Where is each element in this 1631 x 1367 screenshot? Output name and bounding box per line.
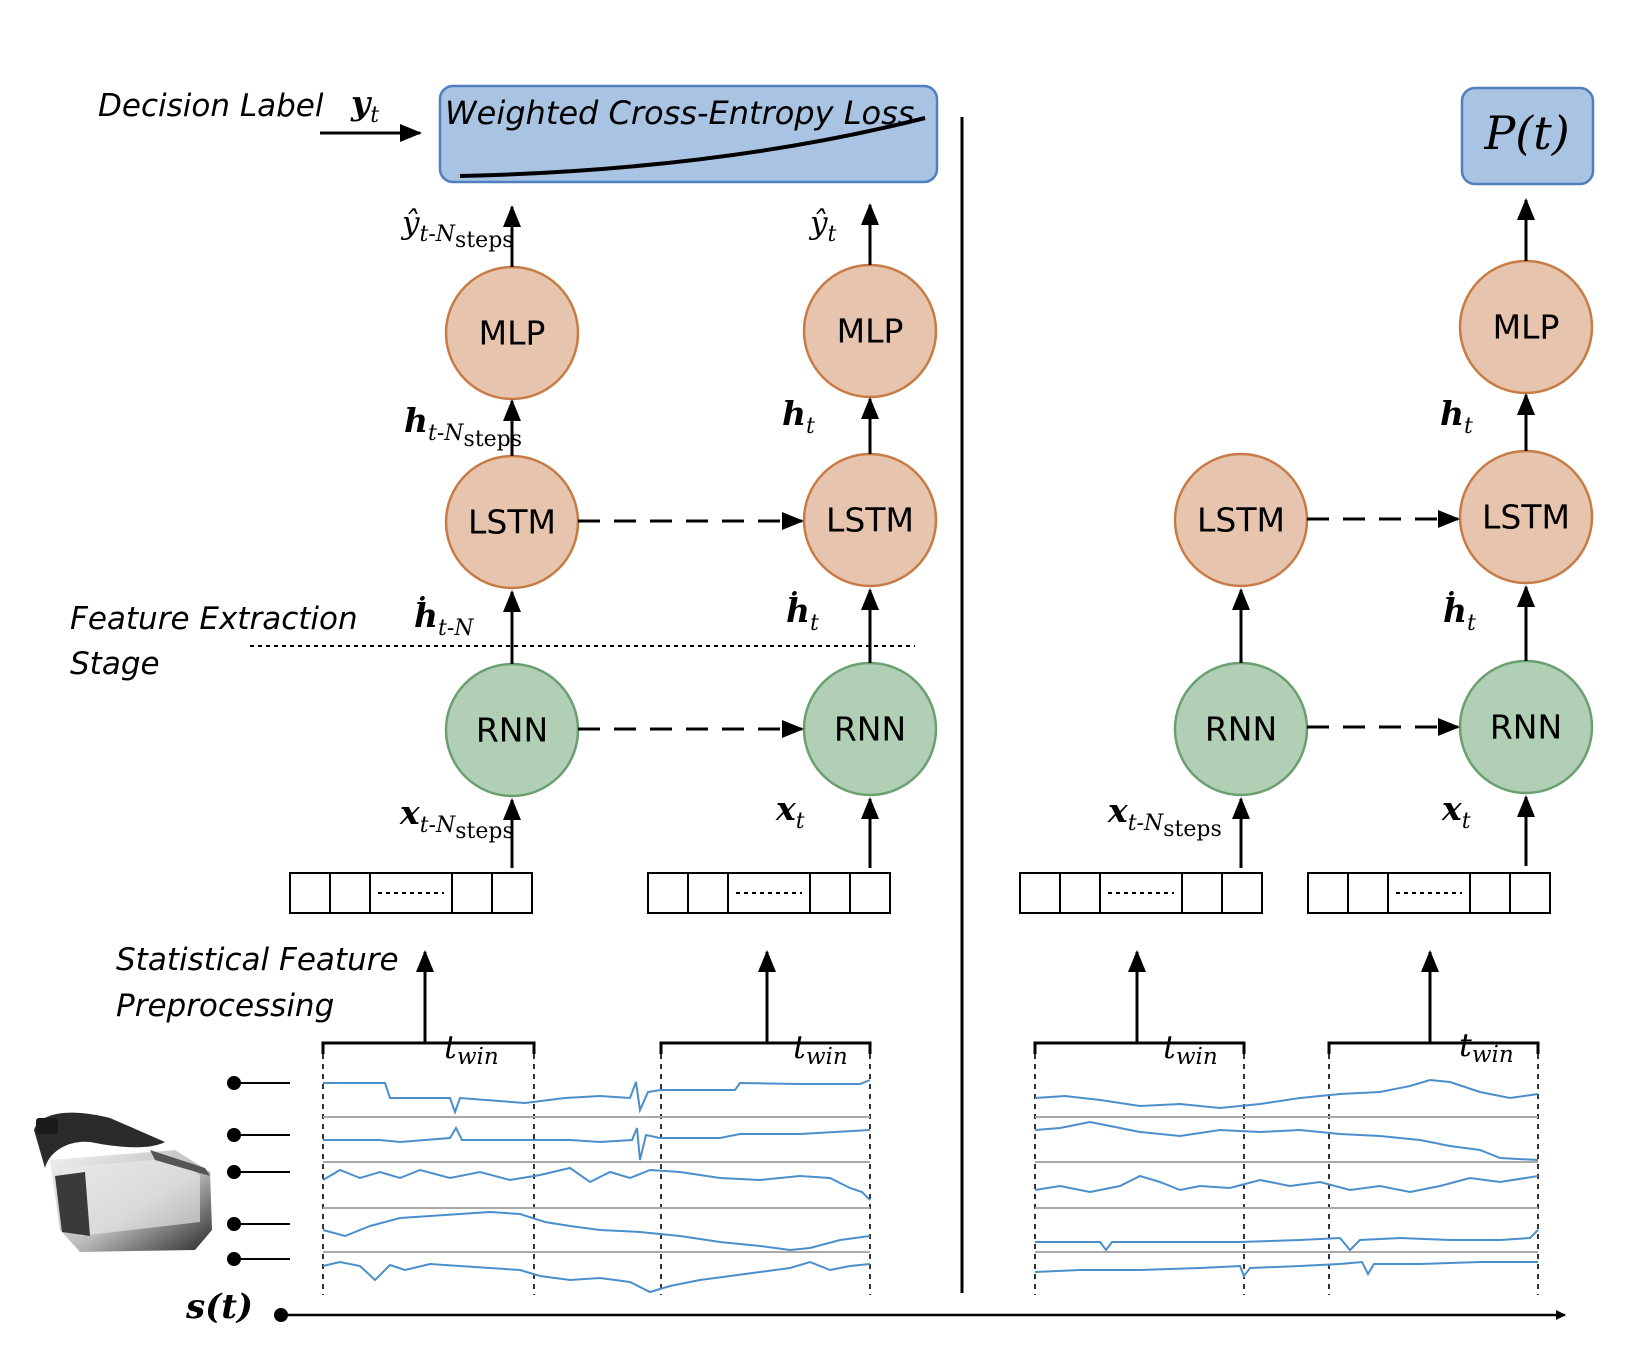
hdot-t-label-right: ḣt [1443,590,1476,636]
yhat-t-nsteps-label: ŷt-Nsteps [400,205,514,253]
loss-curve [459,116,926,178]
svg-text:twin: twin [444,1028,499,1070]
mlp-node-2-label: MLP [837,312,904,351]
lstm-node-4-label: LSTM [1482,498,1570,537]
feature-extraction-label-line1: Feature Extraction [70,601,358,637]
rnn-node-4-label: RNN [1490,708,1562,747]
h-t-nsteps-label: ht-Nsteps [404,401,522,452]
feature-vector-1 [289,872,533,914]
statistical-preprocessing-label-line2: Preprocessing [116,988,334,1024]
x-t-label-right: xt [1441,789,1471,834]
window-bracket-1: twin [321,950,536,1070]
signal-axis-label: s(t) [185,1287,253,1327]
x-t-label-left: xt [775,789,805,834]
rnn-node-2-label: RNN [834,710,906,749]
h-t-label-left: ht [782,394,815,439]
feature-extraction-label-line2: Stage [70,646,160,682]
h-t-label-right: ht [1440,394,1473,439]
window-bracket-3: twin [1033,950,1246,1070]
lstm-node-3-label: LSTM [1197,501,1285,540]
loss-title: Weighted Cross-Entropy Loss [445,94,914,132]
output-probability-box [1460,86,1595,186]
hdot-t-label-left: ḣt [786,590,819,636]
rnn-node-3-label: RNN [1205,710,1277,749]
x-t-nsteps-label: xt-Nsteps [399,793,514,844]
signal-traces-left [322,1079,871,1294]
output-probability-label: P(t) [1483,106,1569,160]
window-bracket-2: twin [659,950,872,1070]
feature-vector-3 [1019,872,1263,914]
channel-separators [323,1116,1538,1253]
decision-label-text: Decision Label [98,88,324,124]
window-bracket-4: twin [1327,950,1540,1068]
lstm-node-2-label: LSTM [826,501,914,540]
signal-traces-right [1034,1078,1539,1279]
svg-text:twin: twin [1459,1026,1514,1068]
svg-text:twin: twin [1163,1028,1218,1070]
decision-label-yt: yt [350,83,379,128]
statistical-preprocessing-label-line1: Statistical Feature [116,942,399,978]
weighted-cross-entropy-loss-box [438,84,939,184]
rnn-node-1-label: RNN [476,711,548,750]
lstm-node-1-label: LSTM [468,503,556,542]
mlp-node-1-label: MLP [479,314,546,353]
window-boundaries [322,1054,1539,1295]
channel-inputs [227,1076,290,1266]
mlp-node-4-label: MLP [1493,308,1560,347]
hdot-t-n-label: ḣt-N [414,595,474,641]
yhat-t-label: ŷt [808,205,837,247]
svg-text:twin: twin [793,1028,848,1070]
vr-headset-icon [34,1112,212,1252]
feature-vector-2 [647,872,891,914]
feature-vector-4 [1307,872,1551,914]
x-t-nsteps-label-right: xt-Nsteps [1107,791,1222,842]
